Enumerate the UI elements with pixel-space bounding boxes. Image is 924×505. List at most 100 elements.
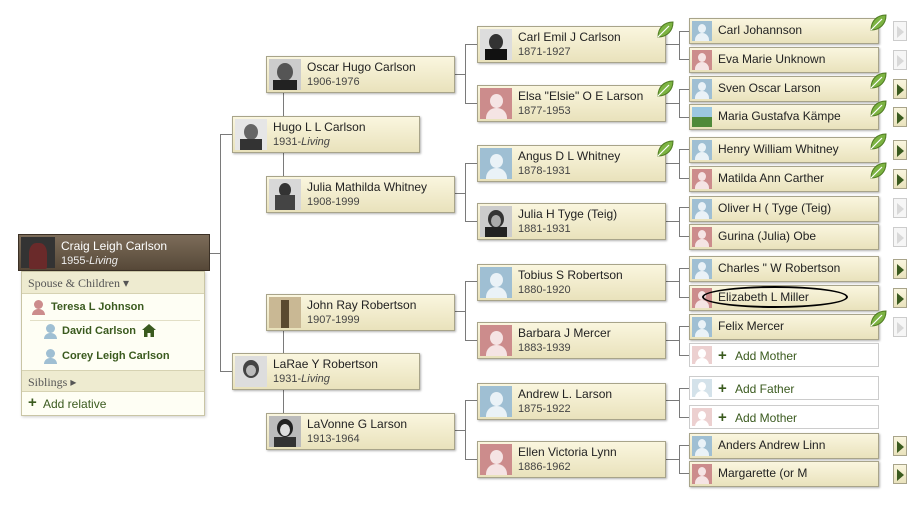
male-silhouette-icon <box>692 436 712 456</box>
ancestor-card[interactable]: Anders Andrew Linn <box>689 433 879 459</box>
ancestor-card[interactable]: Henry William Whitney <box>689 137 879 163</box>
ancestor-card[interactable]: Eva Marie Unknown <box>689 47 879 73</box>
home-icon <box>142 324 156 337</box>
person-name: Carl Emil J Carlson <box>518 30 621 44</box>
person-dates: 1906-1976 <box>307 76 360 88</box>
add-label: Add Father <box>735 382 795 396</box>
great-grandparent-card[interactable]: Ellen Victoria Lynn 1886-1962 <box>477 441 666 478</box>
ancestor-card[interactable]: Matilda Ann Carther <box>689 166 879 192</box>
expand-arrow-icon[interactable] <box>893 288 907 308</box>
person-name: Sven Oscar Larson <box>718 81 821 95</box>
person-photo <box>269 297 301 328</box>
person-name: Margarette (or M <box>718 466 808 480</box>
plus-icon: + <box>28 394 37 411</box>
person-dates: 1908-1999 <box>307 196 360 208</box>
leaf-hint-icon[interactable] <box>868 309 888 329</box>
grandparent-card[interactable]: John Ray Robertson 1907-1999 <box>266 294 455 331</box>
great-grandparent-card[interactable]: Elsa "Elsie" O E Larson 1877-1953 <box>477 85 666 122</box>
leaf-hint-icon[interactable] <box>868 13 888 33</box>
great-grandparent-card[interactable]: Julia H Tyge (Teig) 1881-1931 <box>477 203 666 240</box>
female-silhouette-icon <box>480 88 512 119</box>
leaf-hint-icon[interactable] <box>655 20 675 40</box>
ancestor-card[interactable]: Carl Johannson <box>689 18 879 44</box>
ancestor-card[interactable]: Gurina (Julia) Obe <box>689 224 879 250</box>
expand-arrow-icon[interactable] <box>893 50 907 70</box>
ancestor-card[interactable]: Maria Gustafva Kämpe <box>689 104 879 130</box>
ancestor-card[interactable]: Oliver H ( Tyge (Teig) <box>689 196 879 222</box>
person-name: Charles " W Robertson <box>718 261 841 275</box>
person-name: Felix Mercer <box>718 319 785 333</box>
great-grandparent-card[interactable]: Barbara J Mercer 1883-1939 <box>477 322 666 359</box>
person-photo <box>692 107 712 127</box>
expand-arrow-icon[interactable] <box>893 317 907 337</box>
expand-arrow-icon[interactable] <box>893 198 907 218</box>
expand-arrow-icon[interactable] <box>893 21 907 41</box>
person-name: Tobius S Robertson <box>518 268 623 282</box>
father-card[interactable]: Hugo L L Carlson 1931-Living <box>232 116 420 153</box>
male-silhouette-icon <box>480 386 512 417</box>
add-label: Add Mother <box>735 349 798 363</box>
person-dates: 1913-1964 <box>307 433 360 445</box>
add-mother-button[interactable]: + Add Mother <box>689 343 879 367</box>
expand-arrow-icon[interactable] <box>893 107 907 127</box>
expand-arrow-icon[interactable] <box>893 436 907 456</box>
expand-arrow-icon[interactable] <box>893 227 907 247</box>
person-name: Eva Marie Unknown <box>718 52 826 66</box>
person-name: Oscar Hugo Carlson <box>307 60 416 74</box>
siblings-toggle[interactable]: Siblings ▸ <box>22 370 204 392</box>
person-dates: 1881-1931 <box>518 223 571 235</box>
spouse-children-toggle[interactable]: Spouse & Children ▾ <box>22 272 204 294</box>
female-silhouette-icon <box>692 169 712 189</box>
person-photo <box>269 416 301 447</box>
ancestor-card[interactable]: Felix Mercer <box>689 314 879 340</box>
great-grandparent-card[interactable]: Tobius S Robertson 1880-1920 <box>477 264 666 301</box>
grandparent-card[interactable]: Julia Mathilda Whitney 1908-1999 <box>266 176 455 213</box>
leaf-hint-icon[interactable] <box>868 99 888 119</box>
great-grandparent-card[interactable]: Angus D L Whitney 1878-1931 <box>477 145 666 182</box>
male-silhouette-icon <box>692 21 712 41</box>
grandparent-card[interactable]: LaVonne G Larson 1913-1964 <box>266 413 455 450</box>
leaf-hint-icon[interactable] <box>655 139 675 159</box>
add-relative-button[interactable]: + Add relative <box>22 393 204 415</box>
leaf-hint-icon[interactable] <box>868 132 888 152</box>
person-name: John Ray Robertson <box>307 298 417 312</box>
person-name: Julia Mathilda Whitney <box>307 180 428 194</box>
child-link[interactable]: David Carlson <box>62 325 136 337</box>
family-panel: Spouse & Children ▾ Teresa L Johnson Dav… <box>21 271 205 416</box>
leaf-hint-icon[interactable] <box>868 71 888 91</box>
add-mother-button[interactable]: + Add Mother <box>689 405 879 429</box>
great-grandparent-card[interactable]: Andrew L. Larson 1875-1922 <box>477 383 666 420</box>
male-silhouette-icon <box>692 79 712 99</box>
expand-arrow-icon[interactable] <box>893 259 907 279</box>
great-grandparent-card[interactable]: Carl Emil J Carlson 1871-1927 <box>477 26 666 63</box>
expand-arrow-icon[interactable] <box>893 464 907 484</box>
person-name: Matilda Ann Carther <box>718 171 825 185</box>
person-name: Henry William Whitney <box>718 142 839 156</box>
mother-card[interactable]: LaRae Y Robertson 1931-Living <box>232 353 420 390</box>
expand-arrow-icon[interactable] <box>893 140 907 160</box>
person-photo <box>235 119 267 150</box>
add-relative-label: Add relative <box>43 397 107 411</box>
plus-icon: + <box>718 347 727 364</box>
focus-person-card[interactable]: Craig Leigh Carlson 1955-Living <box>18 234 210 271</box>
child-link[interactable]: Corey Leigh Carlson <box>62 350 170 362</box>
add-father-button[interactable]: + Add Father <box>689 376 879 400</box>
expand-arrow-icon[interactable] <box>893 169 907 189</box>
highlight-ellipse <box>702 286 848 308</box>
male-silhouette-icon <box>692 379 712 397</box>
expand-arrow-icon[interactable] <box>893 79 907 99</box>
grandparent-card[interactable]: Oscar Hugo Carlson 1906-1976 <box>266 56 455 93</box>
leaf-hint-icon[interactable] <box>655 79 675 99</box>
leaf-hint-icon[interactable] <box>868 161 888 181</box>
female-silhouette-icon <box>692 464 712 484</box>
person-name: Carl Johannson <box>718 23 803 37</box>
male-silhouette-icon <box>692 199 712 219</box>
ancestor-card[interactable]: Charles " W Robertson <box>689 256 879 282</box>
spouse-link[interactable]: Teresa L Johnson <box>51 301 145 313</box>
ancestor-card[interactable]: Margarette (or M <box>689 461 879 487</box>
ancestor-card[interactable]: Sven Oscar Larson <box>689 76 879 102</box>
person-name: Anders Andrew Linn <box>718 438 826 452</box>
male-silhouette-icon <box>480 267 512 298</box>
person-name: Oliver H ( Tyge (Teig) <box>718 201 832 215</box>
female-silhouette-icon <box>32 300 45 315</box>
